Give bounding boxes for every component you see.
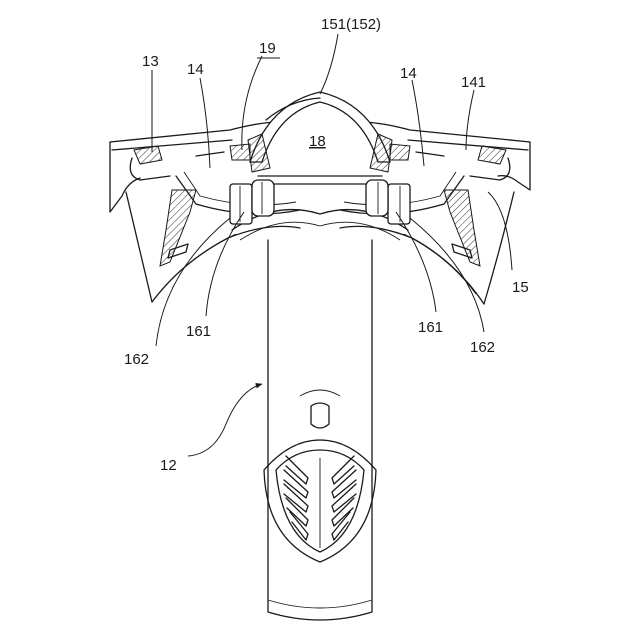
- vent-grille: [264, 440, 376, 562]
- label-162-right: 162: [470, 339, 495, 356]
- label-161-left: 161: [186, 323, 211, 340]
- label-14-right: 14: [400, 65, 417, 82]
- valves: [230, 180, 410, 224]
- label-12: 12: [160, 457, 177, 474]
- label-162-left: 162: [124, 351, 149, 368]
- label-14-left: 14: [187, 61, 204, 78]
- label-161-right: 161: [418, 319, 443, 336]
- stem-tube: [268, 240, 372, 620]
- dome: [248, 92, 392, 172]
- label-141: 141: [461, 74, 486, 91]
- label-15: 15: [512, 279, 529, 296]
- label-19: 19: [259, 40, 276, 57]
- label-151-152: 151(152): [321, 16, 381, 33]
- label-18: 18: [309, 133, 326, 150]
- label-13: 13: [142, 53, 159, 70]
